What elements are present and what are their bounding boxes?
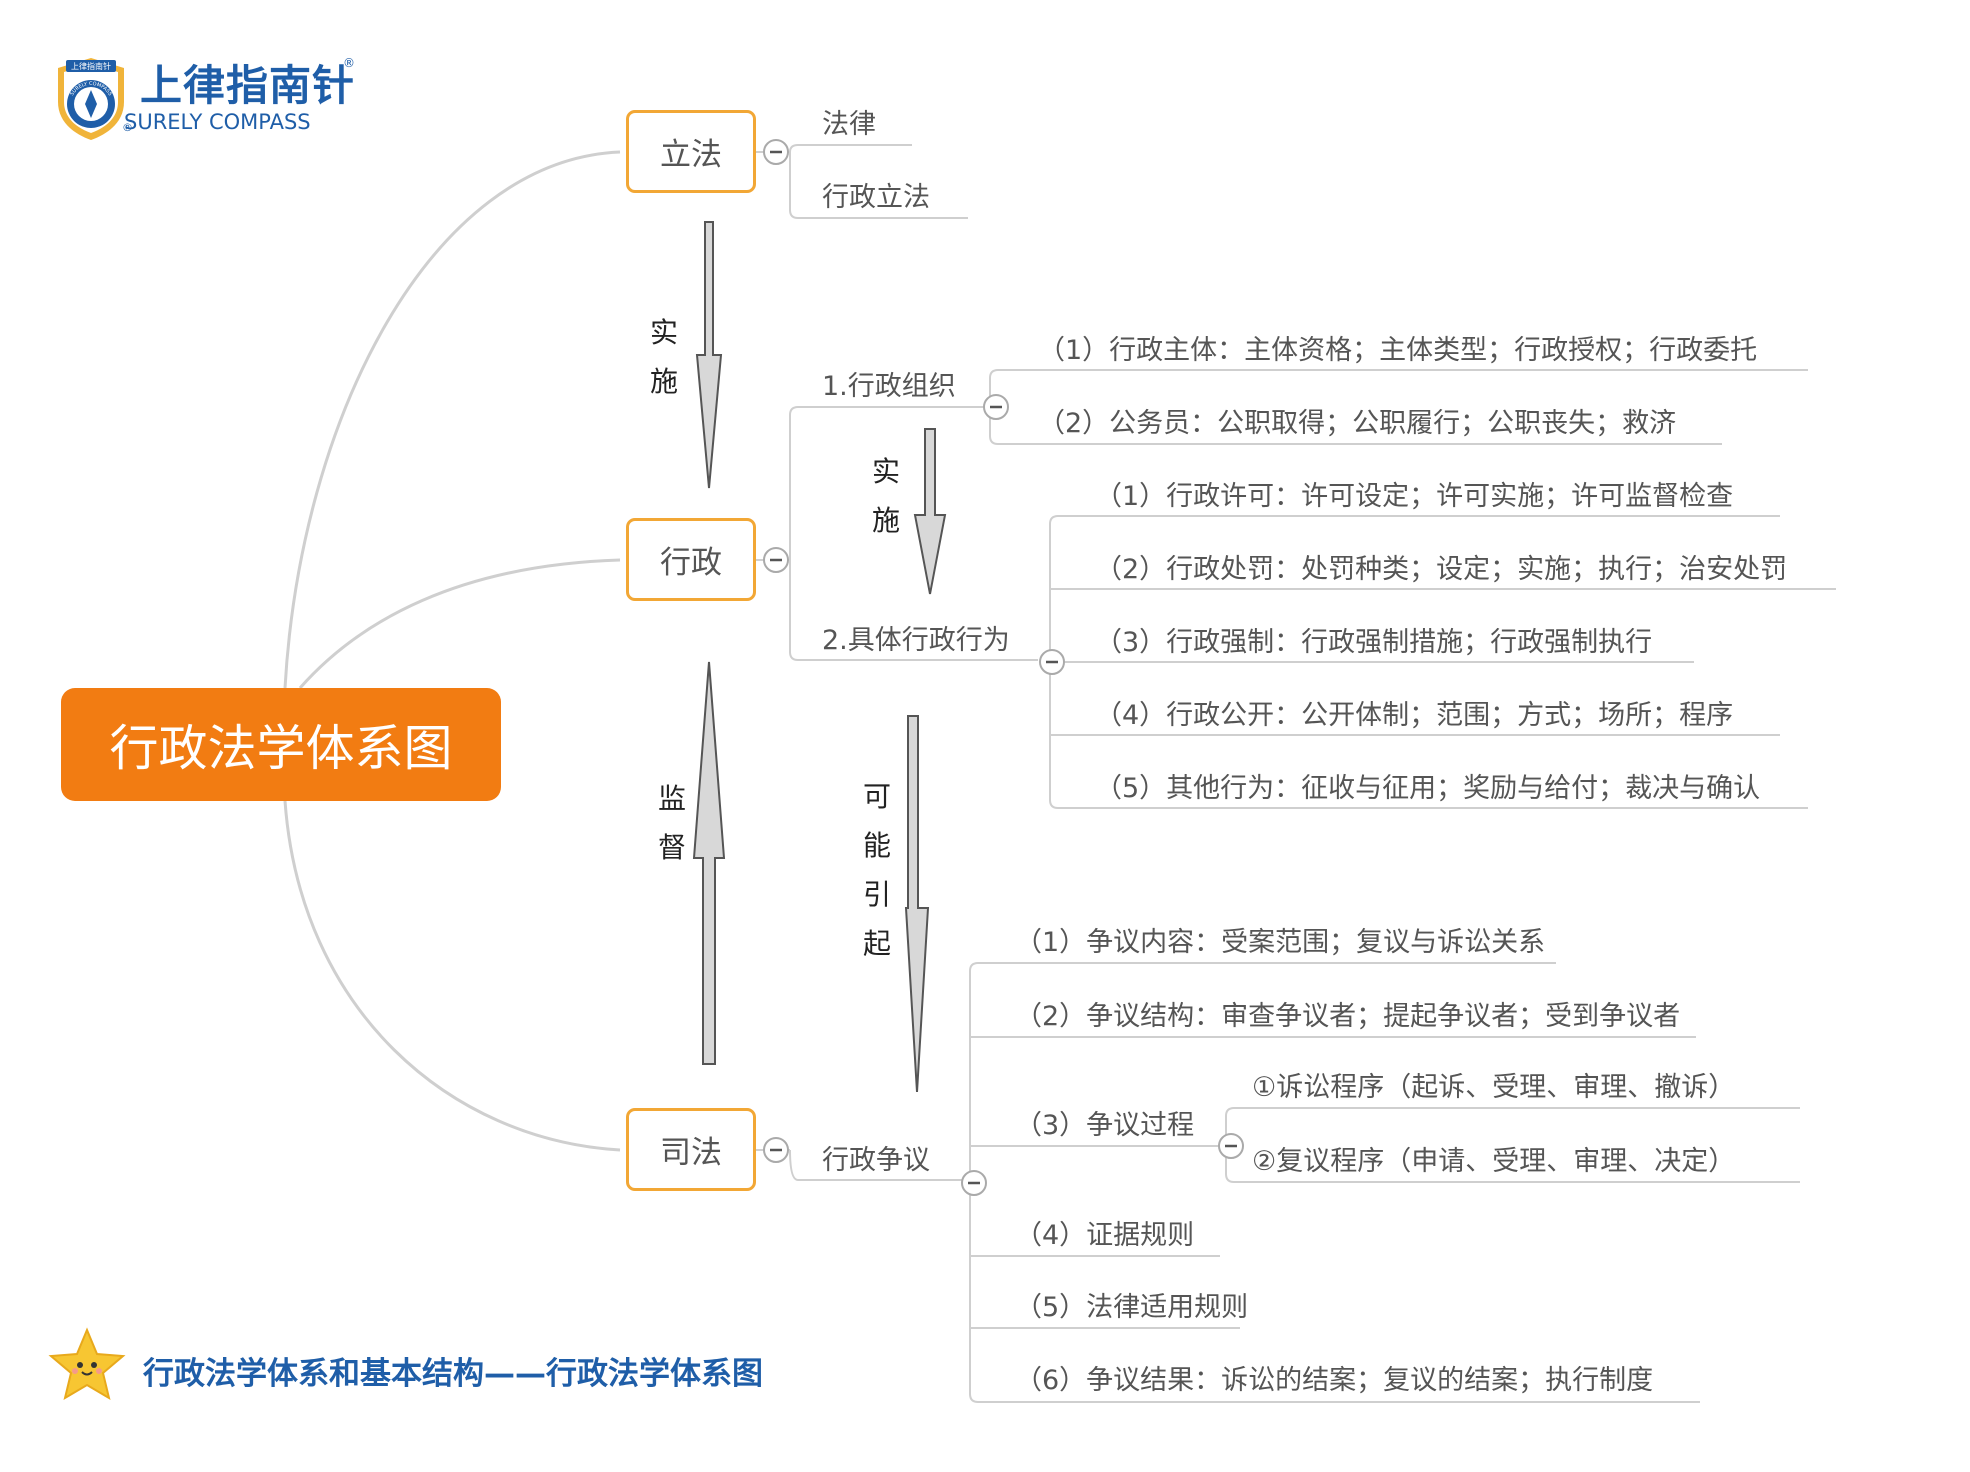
svg-text:上律指南针: 上律指南针 <box>71 61 111 71</box>
arrow-label-may-cause: 可能引起 <box>862 780 891 960</box>
legislation-child-law[interactable]: 法律 <box>822 109 876 140</box>
collapse-toggle-process <box>1218 1133 1244 1159</box>
logo-registered-mark-small: ® <box>122 121 133 134</box>
arrow-label-supervise: 监督 <box>657 782 686 864</box>
logo-chinese-name: 上律指南针 <box>140 61 356 110</box>
logo-registered-mark: ® <box>343 56 355 70</box>
shield-compass-icon: 上律指南针 SURELY COMPASS <box>58 58 124 140</box>
list-item[interactable]: （5）其他行为：征收与征用；奖励与给付；裁决与确认 <box>1095 773 1761 804</box>
list-item[interactable]: （2）争议结构：审查争议者；提起争议者；受到争议者 <box>1015 1001 1681 1032</box>
list-item[interactable]: （6）争议结果：诉讼的结案；复议的结案；执行制度 <box>1015 1365 1654 1396</box>
collapse-toggle-org <box>983 394 1009 420</box>
list-item[interactable]: （4）行政公开：公开体制；范围；方式；场所；程序 <box>1095 700 1734 731</box>
root-to-administration-connector <box>298 558 621 689</box>
root-node[interactable]: 行政法学体系图 <box>61 688 501 801</box>
dispute-label[interactable]: 行政争议 <box>822 1145 930 1176</box>
list-item[interactable]: （2）公务员：公职取得；公职履行；公职丧失；救济 <box>1038 408 1677 439</box>
arrow-label-implement-2: 实施 <box>871 455 900 537</box>
collapse-toggle-administration <box>763 547 789 573</box>
implement-arrow-1 <box>695 221 723 489</box>
logo-english-name: SURELY COMPASS <box>124 110 311 134</box>
list-item[interactable]: （4）证据规则 <box>1015 1220 1195 1251</box>
list-item[interactable]: （3）行政强制：行政强制措施；行政强制执行 <box>1095 627 1653 658</box>
supervise-arrow <box>692 661 726 1065</box>
footer-caption: 行政法学体系和基本结构——行政法学体系图 <box>143 1356 763 1392</box>
star-icon <box>48 1327 126 1401</box>
admin-org-label[interactable]: 1.行政组织 <box>822 371 956 402</box>
node-legislation[interactable]: 立法 <box>626 110 756 193</box>
list-item[interactable]: ②复议程序（申请、受理、审理、决定） <box>1252 1146 1736 1177</box>
list-item[interactable]: （1）行政主体：主体资格；主体类型；行政授权；行政委托 <box>1038 335 1758 366</box>
collapse-toggle-judiciary <box>763 1137 789 1163</box>
legislation-child-admin-legislation[interactable]: 行政立法 <box>822 182 930 213</box>
implement-arrow-2 <box>913 428 947 595</box>
collapse-toggle-dispute <box>961 1170 987 1196</box>
collapse-toggle-acts <box>1039 649 1065 675</box>
collapse-toggle-legislation <box>763 139 789 165</box>
list-item[interactable]: （3）争议过程 <box>1015 1110 1195 1141</box>
list-item[interactable]: （1）争议内容：受案范围；复议与诉讼关系 <box>1015 927 1546 958</box>
admin-acts-label[interactable]: 2.具体行政行为 <box>822 625 1010 656</box>
list-item[interactable]: ①诉讼程序（起诉、受理、审理、撤诉） <box>1252 1072 1736 1103</box>
node-judiciary[interactable]: 司法 <box>626 1108 756 1191</box>
list-item[interactable]: （2）行政处罚：处罚种类；设定；实施；执行；治安处罚 <box>1095 554 1788 585</box>
root-to-judiciary-connector <box>283 800 621 1152</box>
list-item[interactable]: （5）法律适用规则 <box>1015 1292 1249 1323</box>
may-cause-arrow <box>904 715 930 1093</box>
list-item[interactable]: （1）行政许可：许可设定；许可实施；许可监督检查 <box>1095 481 1734 512</box>
root-to-legislation-connector <box>283 150 621 689</box>
node-administration[interactable]: 行政 <box>626 518 756 601</box>
arrow-label-implement-1: 实施 <box>649 316 678 398</box>
